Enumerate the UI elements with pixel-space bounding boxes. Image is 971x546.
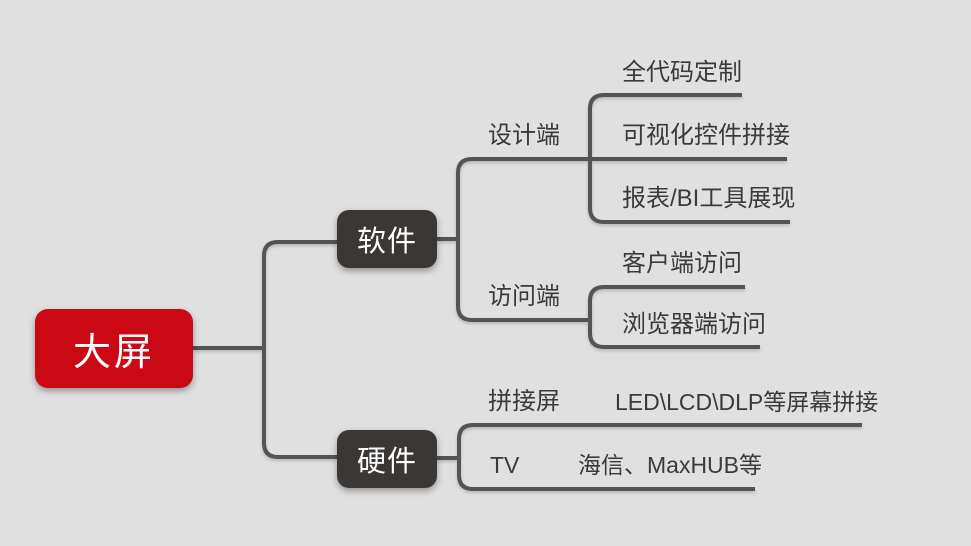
root-node-label: 大屏 [72, 332, 155, 374]
bracket-root-children [262, 240, 337, 459]
node-design-side[interactable]: 设计端 [488, 122, 560, 149]
node-tv-desc[interactable]: 海信、MaxHUB等 [578, 452, 763, 478]
root-node-dapin[interactable]: 大屏 [35, 309, 193, 388]
branch-software-label: 软件 [356, 226, 417, 258]
node-full-code[interactable]: 全代码定制 [622, 59, 742, 86]
node-bi-tools[interactable]: 报表/BI工具展现 [622, 185, 796, 212]
node-browser-access[interactable]: 浏览器端访问 [622, 311, 766, 338]
node-tiled-screen-desc[interactable]: LED\LCD\DLP等屏幕拼接 [615, 389, 879, 415]
bracket-software-children [456, 157, 787, 322]
node-client-access[interactable]: 客户端访问 [622, 250, 742, 277]
branch-hardware-label: 硬件 [356, 446, 417, 478]
bracket-design-children [588, 93, 790, 224]
node-tv[interactable]: TV [490, 452, 520, 478]
node-tiled-screen[interactable]: 拼接屏 [488, 388, 560, 415]
bracket-access-children [588, 285, 760, 349]
branch-node-hardware[interactable]: 硬件 [337, 430, 437, 488]
bracket-hardware-children [457, 423, 862, 491]
branch-node-software[interactable]: 软件 [337, 210, 437, 268]
node-access-side[interactable]: 访问端 [488, 283, 560, 310]
node-visual-widgets[interactable]: 可视化控件拼接 [622, 122, 790, 149]
